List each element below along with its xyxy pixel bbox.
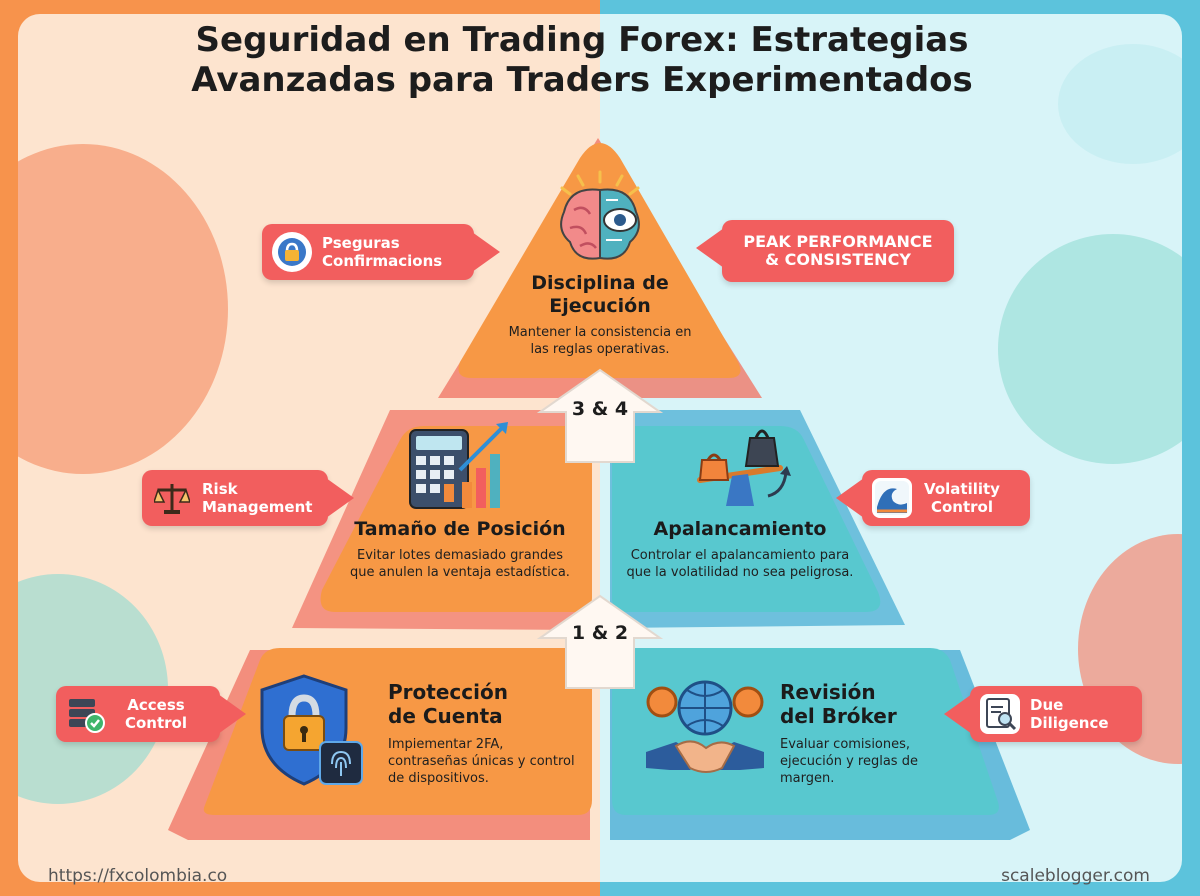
bottom-left-text: Impiementar 2FA, contraseñas únicas y co…: [388, 737, 575, 786]
page-title: Seguridad en Trading Forex: Estrategias …: [100, 20, 1064, 100]
shield-lock-fingerprint-icon: [260, 674, 363, 786]
top-heading: Disciplina de Ejecución: [531, 272, 669, 317]
footer-right-url[interactable]: scaleblogger.com: [1001, 866, 1150, 886]
wave-icon: [872, 478, 912, 518]
middle-right-text: Controlar el apalancamiento para que la …: [626, 548, 854, 580]
card-disciplina: Disciplina de Ejecución Mantener la cons…: [490, 170, 710, 358]
card-tamano-posicion: Tamaño de Posición Evitar lotes demasiad…: [340, 420, 580, 581]
calculator-chart-icon: [409, 422, 508, 509]
server-check-icon: [66, 694, 106, 734]
middle-right-heading: Apalancamiento: [653, 518, 827, 540]
lower-arrow-label: 1 & 2: [571, 622, 629, 644]
middle-right-layer: [612, 426, 881, 612]
padlock-badge-icon: [272, 232, 312, 272]
tag-risk-text: Risk Management: [202, 480, 313, 516]
decor-blob: [998, 234, 1182, 464]
top-text: Mantener la consistencia en las reglas o…: [508, 325, 692, 357]
middle-left-text: Evitar lotes demasiado grandes que anule…: [350, 548, 570, 580]
bottom-left-heading: Protección de Cuenta: [388, 680, 508, 728]
middle-left-layer: [320, 426, 592, 612]
upper-arrow-label: 3 & 4: [571, 398, 629, 420]
bottom-right-text: Evaluar comisiones, ejecución y reglas d…: [780, 737, 918, 786]
tag-confirmations: Pseguras Confirmacions: [262, 224, 500, 280]
document-magnifier-icon: [980, 694, 1020, 734]
top-layer: [458, 143, 741, 378]
title-line-1: Seguridad en Trading Forex: Estrategias: [195, 20, 969, 60]
tag-volatility-text: Volatility Control: [924, 480, 1000, 516]
scales-icon: [152, 478, 192, 518]
tag-peak-text: PEAK PERFORMANCE & CONSISTENCY: [743, 232, 933, 269]
tag-due-diligence: Due Diligence: [944, 686, 1142, 742]
lower-arrow-shape: [536, 594, 664, 689]
brain-eye-icon: [560, 170, 640, 260]
tag-due-text: Due Diligence: [1030, 696, 1109, 732]
footer-left-url[interactable]: https://fxcolombia.co: [48, 866, 228, 886]
middle-left-heading: Tamaño de Posición: [354, 518, 566, 540]
tag-access-control: Access Control: [56, 686, 246, 742]
title-line-2: Avanzadas para Traders Experimentados: [191, 60, 973, 100]
tag-volatility-control: Volatility Control: [836, 470, 1030, 526]
decor-blob: [1058, 44, 1182, 164]
seesaw-weights-icon: [697, 429, 791, 506]
tag-confirmations-text: Pseguras Confirmacions: [322, 234, 443, 270]
card-revision-broker: Revisión del Bróker Evaluar comisiones, …: [640, 672, 960, 792]
card-proteccion-cuenta: Protección de Cuenta Impiementar 2FA, co…: [258, 672, 578, 792]
tag-risk-management: Risk Management: [142, 470, 354, 526]
tag-access-text: Access Control: [124, 696, 187, 732]
bottom-right-heading: Revisión del Bróker: [780, 680, 897, 728]
upper-arrow-shape: [536, 368, 664, 463]
card-apalancamiento: Apalancamiento Controlar el apalancamien…: [620, 420, 860, 581]
tag-peak-performance: PEAK PERFORMANCE & CONSISTENCY: [696, 220, 954, 282]
handshake-globe-icon: [646, 680, 764, 773]
